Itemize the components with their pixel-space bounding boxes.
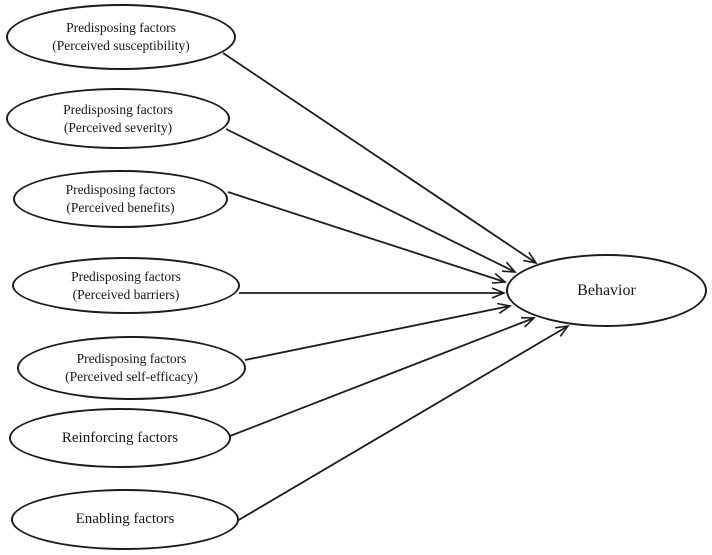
node-label-line: Predisposing factors [63, 101, 173, 117]
node-label-line: Predisposing factors [66, 20, 176, 35]
arrow-predisposing-benefits-to-behavior [227, 191, 505, 282]
node-predisposing-susceptibility: Predisposing factors (Perceived suscepti… [6, 4, 236, 70]
arrow-predisposing-severity-to-behavior [225, 128, 515, 272]
node-predisposing-benefits: Predisposing factors (Perceived benefits… [13, 170, 228, 228]
arrow-enabling-factors-to-behavior [236, 326, 568, 522]
arrow-reinforcing-factors-to-behavior [229, 318, 534, 437]
node-behavior: Behavior [506, 254, 707, 327]
node-label-line: (Perceived benefits) [66, 200, 175, 215]
node-label-line: Behavior [577, 281, 636, 299]
node-label-line: (Perceived severity) [63, 119, 173, 135]
node-label-line: Reinforcing factors [61, 429, 179, 446]
node-label-line: (Perceived susceptibility) [52, 38, 190, 53]
node-predisposing-self-efficacy: Predisposing factors (Perceived self-eff… [17, 336, 246, 400]
node-label-line: Enabling factors [75, 511, 175, 527]
node-enabling-factors: Enabling factors [11, 489, 239, 550]
node-reinforcing-factors: Reinforcing factors [9, 408, 231, 468]
node-label-line: Predisposing factors [76, 351, 187, 366]
node-predisposing-severity: Predisposing factors (Perceived severity… [6, 88, 230, 149]
node-label-line: (Perceived barriers) [72, 286, 180, 302]
node-label-line: Predisposing factors [65, 182, 176, 197]
node-label-line: Predisposing factors [71, 268, 181, 284]
arrow-predisposing-self-efficacy-to-behavior [244, 306, 510, 361]
node-predisposing-barriers: Predisposing factors (Perceived barriers… [12, 257, 240, 314]
arrow-predisposing-susceptibility-to-behavior [222, 52, 536, 263]
node-label-line: (Perceived self-efficacy) [65, 369, 198, 384]
